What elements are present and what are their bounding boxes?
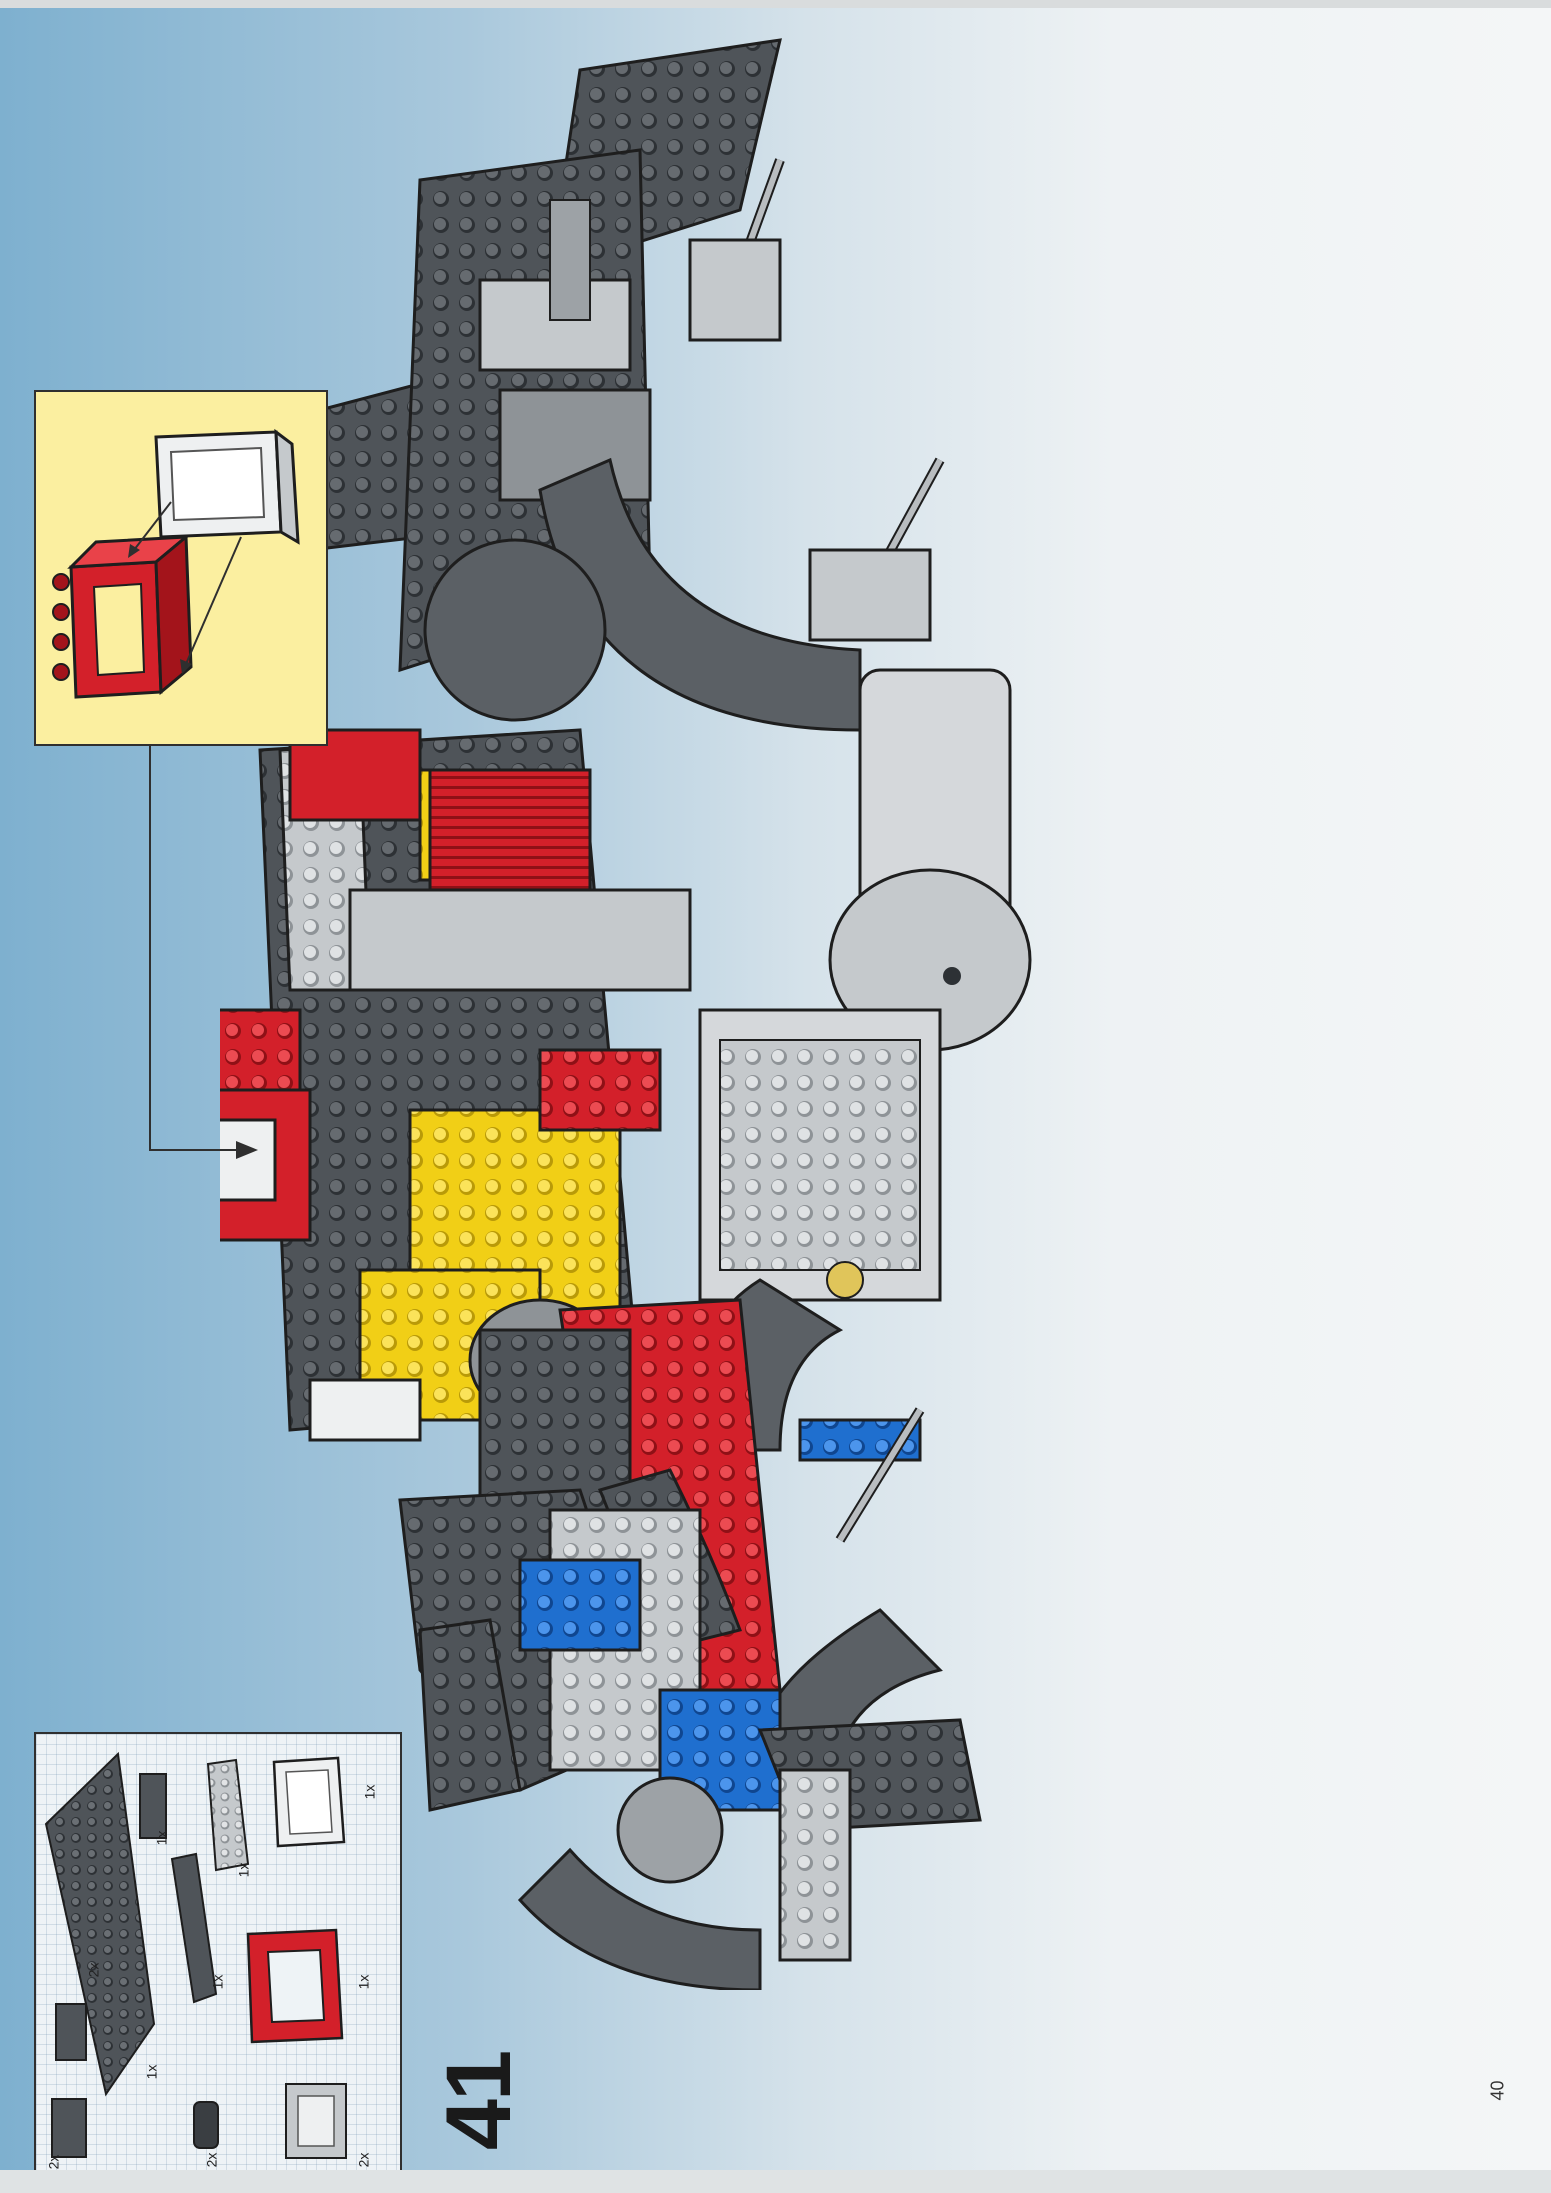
light-gray-motor-cylinder xyxy=(828,668,1032,1052)
part-white-window-glass xyxy=(272,1756,346,1848)
cab-assembly xyxy=(220,728,692,1442)
part-light-gray-plate-studs xyxy=(206,1758,250,1872)
part-red-window-frame xyxy=(246,1928,344,2044)
qty-label: 2x xyxy=(45,2154,62,2170)
part-dark-gray-2x1-brick xyxy=(51,2098,87,2158)
red-window-frame xyxy=(52,533,193,699)
sub-assembly-callout xyxy=(34,390,328,746)
model-illustration xyxy=(220,38,1032,1990)
step-number: 41 xyxy=(428,2051,531,2151)
part-dark-gray-long-plate xyxy=(170,1852,218,2004)
page-number: 40 xyxy=(1487,2080,1508,2101)
qty-label: 1x xyxy=(143,2064,160,2080)
qty-label: 2x xyxy=(85,1962,102,1978)
qty-label: 1x xyxy=(361,1784,378,1800)
part-dark-gray-axle-pin xyxy=(193,2101,219,2149)
engine-block xyxy=(398,1488,982,1990)
qty-label: 1x xyxy=(235,1862,252,1878)
part-dark-gray-2x1-brick-b xyxy=(55,2003,87,2061)
parts-list-box: 2x 2x 2x 1x 2x 1x 1x 1x 1x 1x xyxy=(34,1732,402,2180)
rear-plate-assembly xyxy=(308,38,945,732)
part-light-gray-plate xyxy=(285,2083,347,2159)
qty-label: 2x xyxy=(355,2152,372,2168)
bottom-edge xyxy=(0,2170,1551,2193)
qty-label: 1x xyxy=(209,1974,226,1990)
top-edge xyxy=(0,0,1551,8)
side-gearbox xyxy=(698,1008,942,1302)
qty-label: 2x xyxy=(203,2152,220,2168)
white-window-glass xyxy=(154,428,300,545)
qty-label: 1x xyxy=(355,1974,372,1990)
part-dark-gray-1x4-plate xyxy=(139,1773,167,1839)
qty-label: 1x xyxy=(153,1830,170,1846)
